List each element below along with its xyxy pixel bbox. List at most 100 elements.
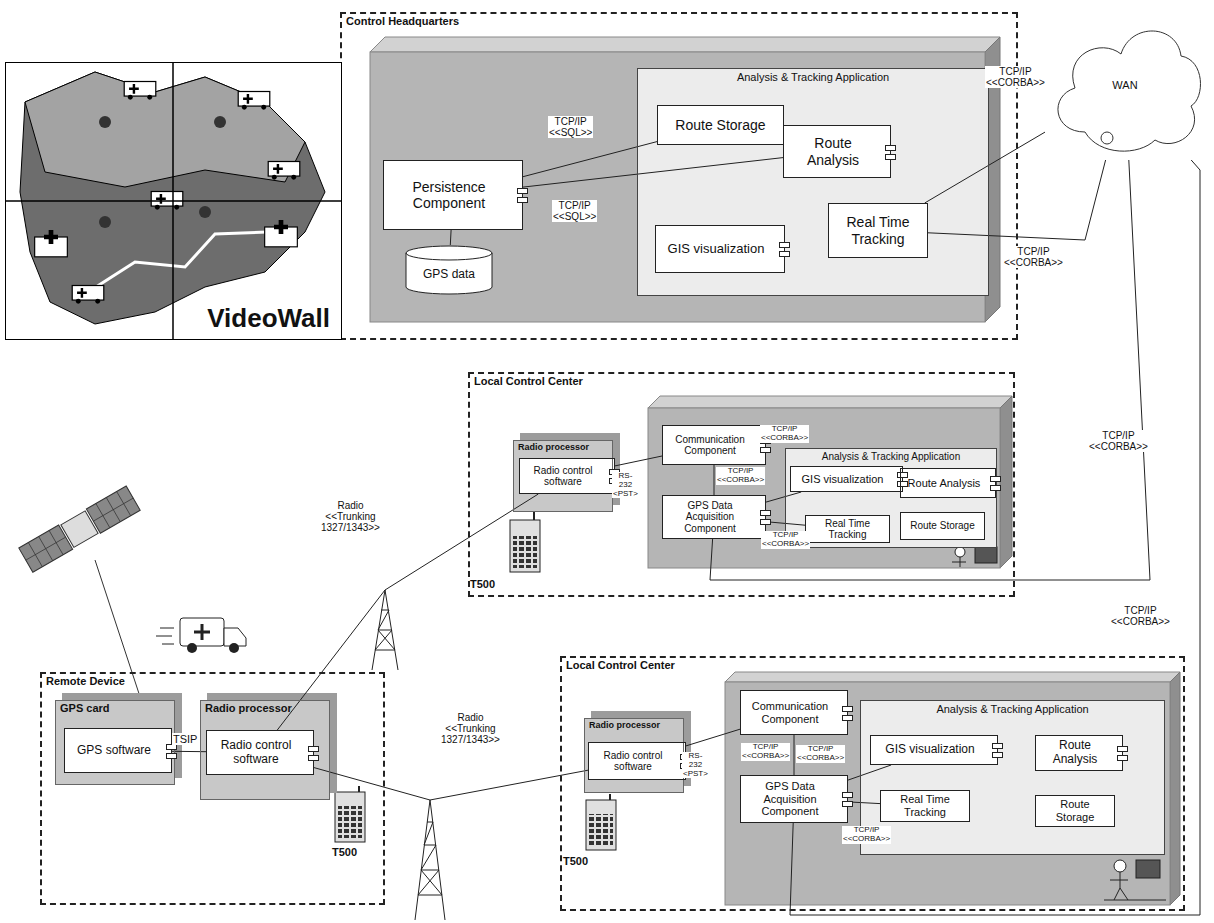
component-box: Route Analysis: [900, 468, 996, 498]
device-label: T500: [470, 578, 495, 590]
application-box: Analysis & Tracking ApplicationGIS visua…: [785, 448, 997, 548]
slab-top: [648, 396, 1012, 408]
node-label: Route Analysis: [788, 135, 878, 167]
device-label: T500: [563, 855, 588, 867]
application-box: Analysis & Tracking ApplicationRoute Sto…: [637, 68, 989, 296]
connector: [523, 158, 783, 188]
node-label: Route Storage: [675, 117, 765, 133]
node-label: Route Storage: [1040, 798, 1110, 823]
node-label: Real Time Tracking: [810, 518, 885, 541]
connector: [794, 735, 795, 775]
component-icon: [166, 753, 177, 759]
connector: [790, 160, 1200, 915]
component-box: Real Time Tracking: [805, 515, 890, 543]
node-title: Analysis & Tracking Application: [786, 451, 996, 463]
component-icon: [1117, 755, 1128, 761]
desk: [1104, 900, 1166, 901]
connector: [450, 230, 452, 245]
incident-mark: [214, 116, 226, 128]
connector-label: Radio <<Trunking 1327/1343>>: [440, 712, 501, 745]
cylinder-rim: [406, 253, 492, 260]
connector-label: RS-232 <PST>: [682, 752, 709, 778]
map-ground: [6, 63, 342, 340]
lcc-slab: [725, 672, 1180, 905]
connector-label: TCP/IP <<CORBA>>: [985, 66, 1046, 88]
component-box: Route Storage: [1035, 795, 1115, 827]
component-icon: [517, 188, 528, 194]
ambulance-cross: [194, 624, 210, 640]
ambulance-icon: [268, 162, 300, 180]
deployment-region: Remote DeviceGPS cardGPS softwareRadio p…: [40, 672, 385, 905]
node-label: GIS visualization: [668, 242, 765, 257]
component-box: Radio control software: [206, 730, 314, 775]
connector: [925, 132, 1045, 203]
deployment-region: Local Control CenterRadio processorRadio…: [560, 656, 1185, 911]
component-box: Real Time Tracking: [828, 203, 928, 258]
node-label: GIS visualization: [885, 743, 974, 757]
component-box: GPS Data Acquisition Component: [740, 775, 848, 823]
hq-slab: [370, 37, 1000, 322]
connector-label: TCP/IP <<CORBA>>: [1110, 605, 1171, 627]
component-box: GIS visualization: [790, 466, 903, 492]
device-node: Radio processorRadio control software: [200, 700, 330, 800]
connector-label: RS-232 <PST>: [612, 472, 639, 498]
component-icon: [779, 251, 790, 257]
satellite: [19, 486, 140, 572]
connector-label: TCP/IP <<CORBA>>: [760, 425, 809, 443]
node-title: Local Control Center: [474, 375, 583, 388]
component-icon: [760, 519, 771, 525]
device-node: Radio processorRadio control software: [513, 440, 613, 512]
component-icon: [760, 447, 771, 453]
component-icon: [308, 746, 319, 752]
component-box: GPS software: [64, 728, 172, 773]
operator-body: [1110, 872, 1128, 900]
connector-label: TCP/IP <<CORBA>>: [1003, 246, 1064, 268]
node-title: Local Control Center: [566, 659, 675, 672]
device-label: T500: [332, 846, 357, 858]
connector-label: TCP/IP <<CORBA>>: [796, 745, 845, 763]
component-icon: [842, 792, 853, 798]
ambulance: [156, 618, 246, 653]
node-label: Route Analysis: [908, 477, 981, 490]
node-label: Communication Component: [667, 434, 753, 457]
node-title: GPS card: [60, 702, 110, 715]
node-title: Control Headquarters: [346, 15, 459, 28]
component-box: Route Analysis: [783, 125, 891, 178]
cloud-outline: [1058, 31, 1201, 151]
component-icon: [990, 476, 1001, 482]
connector: [686, 729, 740, 746]
application-box: Analysis & Tracking ApplicationGIS visua…: [860, 700, 1165, 855]
component-box: Radio control software: [588, 742, 686, 780]
node-label: GPS Data Acquisition Component: [745, 780, 835, 818]
component-box: Real Time Tracking: [880, 790, 970, 822]
connector: [710, 160, 1150, 580]
connector-label: Radio <<Trunking 1327/1343>>: [320, 500, 381, 533]
connector: [615, 456, 662, 466]
connector-label: TCP/IP <<CORBA>>: [1088, 430, 1149, 452]
handset-body: [586, 800, 616, 850]
operator-head: [955, 547, 965, 557]
component-icon: [1117, 746, 1128, 752]
ambulance-icon: [72, 286, 104, 304]
component-box: GIS visualization: [655, 225, 785, 273]
node-label: Radio control software: [211, 739, 301, 767]
lcc-slab: [648, 396, 1012, 568]
node-label: Route Storage: [910, 520, 975, 532]
radio-handset: [586, 794, 616, 850]
component-box: GIS visualization: [870, 735, 998, 765]
component-icon: [885, 154, 896, 160]
radio-handset: [510, 506, 540, 572]
node-fill: [860, 700, 1165, 855]
node-label: GPS data: [423, 268, 475, 282]
slab-side: [1000, 396, 1012, 568]
node-title: Radio processor: [518, 442, 589, 452]
region-upper: [25, 72, 305, 187]
component-icon: [992, 752, 1003, 758]
component-icon: [517, 197, 528, 203]
node-label: Radio control software: [524, 465, 602, 488]
component-box: GPS Data Acquisition Component: [662, 495, 766, 539]
node-label: GPS Data Acquisition Component: [667, 500, 753, 535]
handset-antenna: [358, 786, 360, 792]
slab-side: [1170, 672, 1180, 905]
component-icon: [842, 715, 853, 721]
